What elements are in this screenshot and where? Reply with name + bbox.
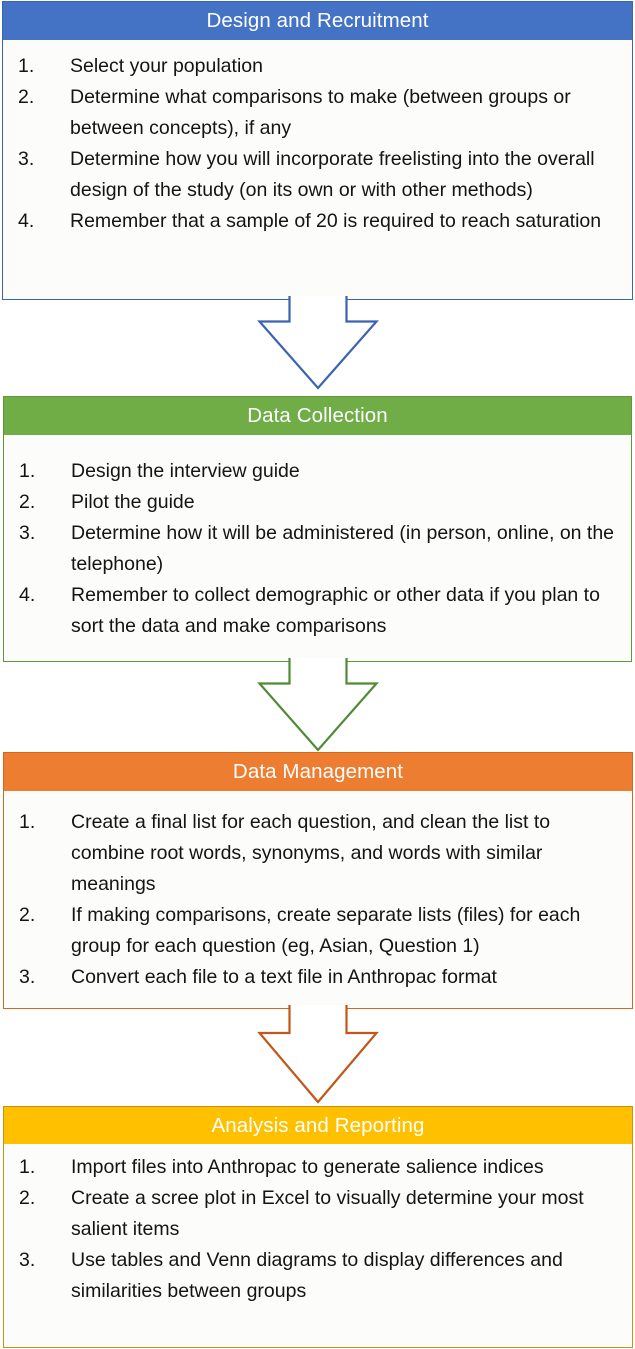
step-text: Create a scree plot in Excel to visually… <box>71 1187 584 1240</box>
list-item: 1. Create a final list for each question… <box>4 807 624 900</box>
down-arrow-icon <box>257 658 379 752</box>
connector-design-to-collection <box>252 296 384 392</box>
stage-design-and-recruitment-title: Design and Recruitment <box>3 2 632 40</box>
stage-data-management-body: 1. Create a final list for each question… <box>4 791 632 999</box>
stage-analysis-and-reporting-title: Analysis and Reporting <box>4 1107 632 1144</box>
list-item: 2. Create a scree plot in Excel to visua… <box>4 1183 624 1245</box>
step-list-design: 1. Select your population 2. Determine w… <box>3 51 624 237</box>
step-number: 3. <box>19 1249 36 1271</box>
step-number: 2. <box>19 491 36 513</box>
down-arrow-icon <box>257 296 379 390</box>
list-item: 3. Convert each file to a text file in A… <box>4 962 624 993</box>
list-item: 2. Pilot the guide <box>4 487 623 518</box>
list-item: 3. Determine how you will incorporate fr… <box>3 144 624 206</box>
stage-analysis-and-reporting: Analysis and Reporting 1. Import files i… <box>3 1106 633 1348</box>
step-number: 1. <box>19 1156 36 1178</box>
step-number: 3. <box>19 522 36 544</box>
connector-management-to-analysis <box>252 1005 384 1107</box>
step-list-collection: 1. Design the interview guide 2. Pilot t… <box>4 456 623 642</box>
down-arrow-icon <box>257 1005 379 1104</box>
step-number: 1. <box>18 55 35 77</box>
step-number: 1. <box>19 460 36 482</box>
stage-data-management: Data Management 1. Create a final list f… <box>3 752 633 1009</box>
list-item: 2. Determine what comparisons to make (b… <box>3 82 624 144</box>
step-list-management: 1. Create a final list for each question… <box>4 807 624 993</box>
step-text: Remember that a sample of 20 is required… <box>70 210 602 232</box>
stage-design-and-recruitment: Design and Recruitment 1. Select your po… <box>2 1 633 300</box>
connector-collection-to-management <box>252 658 384 754</box>
step-number: 2. <box>19 1187 36 1209</box>
stage-data-collection: Data Collection 1. Design the interview … <box>3 396 632 662</box>
list-item: 4. Remember that a sample of 20 is requi… <box>3 206 624 237</box>
step-text: Use tables and Venn diagrams to display … <box>71 1249 563 1302</box>
list-item: 3. Determine how it will be administered… <box>4 518 623 580</box>
step-text: Determine how you will incorporate freel… <box>70 148 595 201</box>
step-number: 3. <box>18 148 35 170</box>
step-text: Import files into Anthropac to generate … <box>71 1156 544 1178</box>
step-number: 4. <box>19 584 36 606</box>
stage-data-management-title: Data Management <box>4 753 632 791</box>
step-text: Select your population <box>70 55 263 77</box>
step-number: 1. <box>19 811 36 833</box>
step-number: 2. <box>19 904 36 926</box>
step-text: Determine how it will be administered (i… <box>71 522 615 575</box>
step-text: Pilot the guide <box>71 491 195 513</box>
step-number: 3. <box>19 966 36 988</box>
stage-design-and-recruitment-body: 1. Select your population 2. Determine w… <box>3 40 632 243</box>
list-item: 1. Select your population <box>3 51 624 82</box>
stage-data-collection-title: Data Collection <box>4 397 631 435</box>
list-item: 3. Use tables and Venn diagrams to displ… <box>4 1245 624 1307</box>
step-text: Determine what comparisons to make (betw… <box>70 86 571 139</box>
list-item: 2. If making comparisons, create separat… <box>4 900 624 962</box>
stage-analysis-and-reporting-body: 1. Import files into Anthropac to genera… <box>4 1144 632 1313</box>
step-text: Design the interview guide <box>71 460 300 482</box>
list-item: 4. Remember to collect demographic or ot… <box>4 580 623 642</box>
step-text: Convert each file to a text file in Anth… <box>71 966 497 988</box>
list-item: 1. Design the interview guide <box>4 456 623 487</box>
step-text: Create a final list for each question, a… <box>71 811 551 895</box>
step-list-analysis: 1. Import files into Anthropac to genera… <box>4 1152 624 1307</box>
stage-data-collection-body: 1. Design the interview guide 2. Pilot t… <box>4 435 631 648</box>
step-text: If making comparisons, create separate l… <box>71 904 581 957</box>
list-item: 1. Import files into Anthropac to genera… <box>4 1152 624 1183</box>
step-text: Remember to collect demographic or other… <box>71 584 600 637</box>
step-number: 4. <box>18 210 35 232</box>
step-number: 2. <box>18 86 35 108</box>
